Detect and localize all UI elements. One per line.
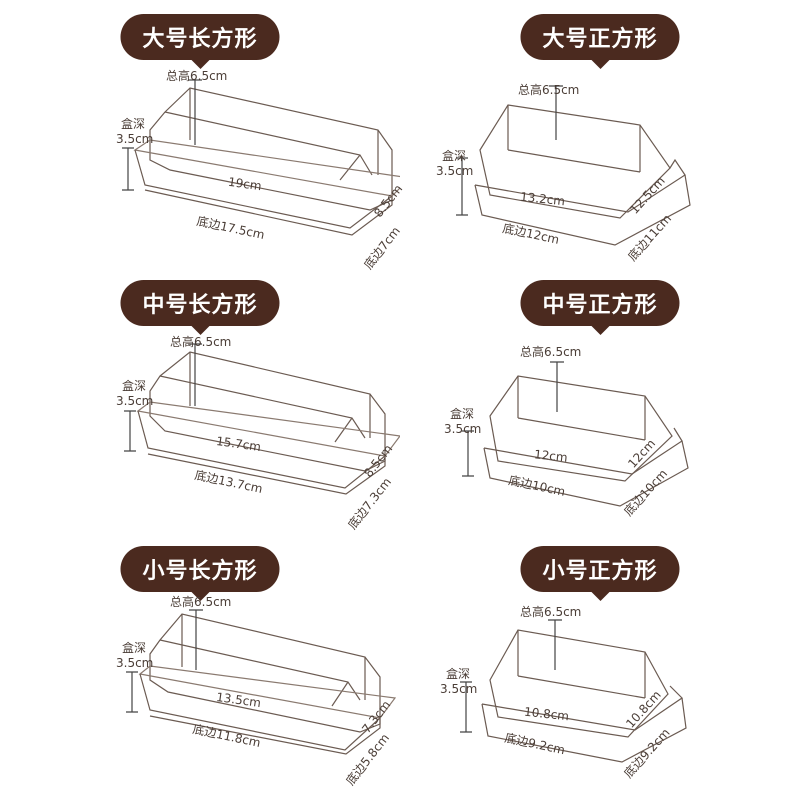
total-height-label: 总高6.5cm <box>518 83 580 97</box>
box-depth-value: 3.5cm <box>444 422 482 436</box>
box-depth-label: 盒深 <box>446 667 471 681</box>
box-depth-label: 盒深 <box>442 149 467 163</box>
panel-large-rectangle: 大号长方形 总高6.5cm 盒深 3.5cm 19cm 8.5cm 底边17.5… <box>0 0 405 272</box>
size-tag-large-square: 大号正方形 <box>520 14 680 60</box>
size-tag-medium-rectangle: 中号长方形 <box>120 280 280 326</box>
total-height-label: 总高6.5cm <box>166 69 228 83</box>
box-depth-value: 3.5cm <box>116 132 154 146</box>
box-depth-value: 3.5cm <box>116 656 154 670</box>
panel-small-rectangle: 小号长方形 总高6.5cm 盒深 3.5cm 13.5cm 7.3cm 底边11… <box>0 532 400 798</box>
size-tag-small-square: 小号正方形 <box>520 546 680 592</box>
panel-large-square: 大号正方形 总高6.5cm 盒深 3.5cm 13.2cm 12.5cm 底边1… <box>400 0 800 266</box>
size-tag-small-rectangle: 小号长方形 <box>120 546 280 592</box>
panel-medium-square: 中号正方形 总高6.5cm 盒深 3.5cm 12cm 12cm 底边10cm … <box>400 266 800 532</box>
total-height-label: 总高6.5cm <box>520 605 582 619</box>
total-height-label: 总高6.5cm <box>170 595 232 609</box>
box-depth-label: 盒深 <box>122 379 147 393</box>
box-depth-label: 盒深 <box>121 117 146 131</box>
total-height-label: 总高6.5cm <box>520 345 582 359</box>
panel-small-square: 小号正方形 总高6.5cm 盒深 3.5cm 10.8cm 10.8cm 底边9… <box>400 532 800 798</box>
rect-box-diagram <box>122 79 400 236</box>
rect-box-diagram <box>124 343 400 495</box>
box-depth-label: 盒深 <box>450 407 475 421</box>
box-depth-value: 3.5cm <box>440 682 478 696</box>
total-height-label: 总高6.5cm <box>170 335 232 349</box>
box-depth-label: 盒深 <box>122 641 147 655</box>
square-box-diagram <box>460 619 687 763</box>
size-tag-large-rectangle: 大号长方形 <box>120 14 280 60</box>
box-depth-value: 3.5cm <box>116 394 154 408</box>
size-tag-medium-square: 中号正方形 <box>520 280 680 326</box>
square-box-diagram <box>462 361 689 507</box>
box-depth-value: 3.5cm <box>436 164 474 178</box>
rect-box-diagram <box>126 609 397 755</box>
square-box-diagram <box>456 85 691 246</box>
panel-medium-rectangle: 中号长方形 总高6.5cm 盒深 3.5cm 15.7cm 8.5cm 底边13… <box>0 266 400 532</box>
